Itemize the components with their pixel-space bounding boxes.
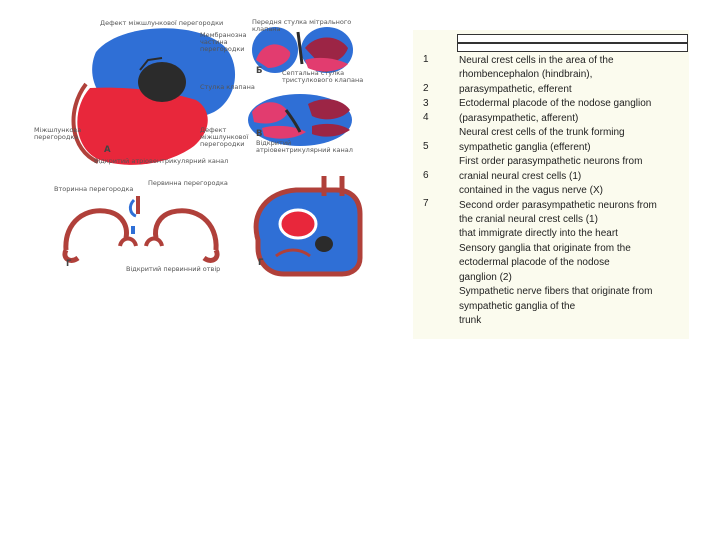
text-line: First order parasympathetic neurons from — [459, 156, 643, 168]
heart-defects-figure: Дефект міжшлункової перегородки Мембрано… — [0, 0, 420, 300]
panel-b-valves — [252, 27, 353, 73]
label-septum-defect-b: Дефект міжшлункової перегородки — [200, 126, 249, 148]
label-primary-septum: Первинна перегородка — [148, 179, 228, 187]
text-line: Ectodermal placode of the nodose ganglio… — [459, 98, 652, 110]
text-line: Neural crest cells of the trunk forming — [459, 127, 625, 139]
text-line: sympathetic ganglia of the — [459, 300, 576, 312]
letter-a: А — [104, 145, 111, 155]
text-line: (parasympathetic, afferent) — [459, 112, 579, 124]
text-line: Sympathetic nerve fibers that originate … — [459, 286, 653, 298]
text-panel: 1 2 3 4 5 6 7 Neural crest cells in the … — [413, 30, 689, 339]
panel-v-valves — [248, 94, 352, 146]
letter-g1: Г — [66, 259, 72, 269]
text-line: sympathetic ganglia (efferent) — [459, 141, 591, 153]
row-number: 3 — [423, 98, 429, 109]
table-header-row-1 — [457, 34, 688, 43]
row-number: 1 — [423, 54, 429, 65]
letter-b: Б — [256, 66, 263, 76]
text-line: ectodermal placode of the nodose — [459, 257, 610, 269]
label-anterior-mitral-leaflet: Передня стулка мітрального клапана — [252, 18, 352, 33]
table-header-row-2 — [457, 43, 688, 52]
label-open-av-canal-a: Відкритий атріовентрикулярний канал — [94, 157, 229, 165]
label-secondary-septum: Вторинна перегородка — [54, 185, 134, 193]
label-valve-leaflet: Стулка клапана — [200, 83, 255, 91]
row-number: 2 — [423, 83, 429, 94]
letter-g2: Г — [258, 258, 264, 268]
label-membranous-septum: Мембранозна частина перегородки — [200, 31, 247, 53]
row-number: 4 — [423, 112, 429, 123]
text-line: that immigrate directly into the heart — [459, 228, 618, 240]
description-text: Neural crest cells in the area of the rh… — [459, 54, 687, 329]
text-line: Second order parasympathetic neurons fro… — [459, 199, 657, 211]
text-line: Neural crest cells in the area of the — [459, 55, 614, 66]
text-line: contained in the vagus nerve (X) — [459, 185, 603, 197]
text-line: ganglion (2) — [459, 271, 512, 283]
row-number: 5 — [423, 141, 429, 152]
text-line: Sensory ganglia that originate from the — [459, 242, 631, 254]
label-open-av-canal-b: Відкритий атріовентрикулярний канал — [256, 139, 353, 154]
letter-v: В — [256, 129, 263, 139]
row-number: 6 — [423, 170, 429, 181]
heart-illustrations — [62, 27, 363, 277]
text-line: the cranial neural crest cells (1) — [459, 213, 598, 225]
text-line: rhombencephalon (hindbrain), — [459, 69, 593, 81]
text-line: cranial neural crest cells (1) — [459, 170, 582, 182]
panel-a-heart — [71, 28, 236, 165]
row-number: 7 — [423, 198, 429, 209]
label-open-primary-foramen: Відкритий первинний отвір — [126, 265, 221, 273]
panel-g-right-section — [253, 176, 363, 277]
label-interventricular-septum: Міжшлункова перегородка — [34, 126, 82, 141]
text-line: parasympathetic, efferent — [459, 83, 572, 95]
label-septal-tricuspid-leaflet: Септальна стулка тристулкового клапана — [282, 69, 364, 84]
text-line: trunk — [459, 315, 482, 327]
label-septum-defect: Дефект міжшлункової перегородки — [100, 19, 224, 27]
panel-g-left-septum — [62, 196, 220, 263]
